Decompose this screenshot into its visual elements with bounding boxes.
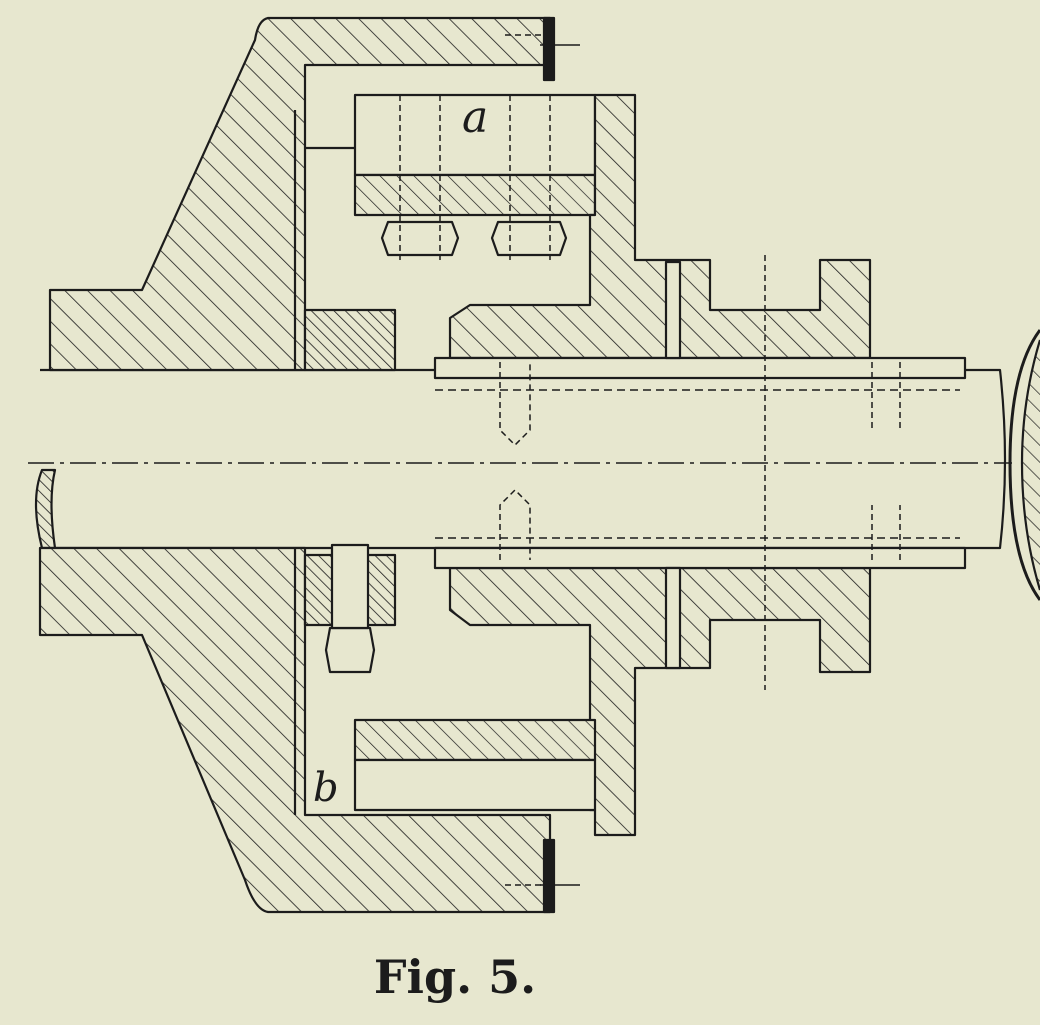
sleeve-lower bbox=[433, 546, 967, 570]
shaft-end bbox=[34, 468, 57, 550]
shaft bbox=[40, 368, 1007, 550]
figure-caption: Fig. 5. bbox=[373, 950, 537, 1004]
nut-right bbox=[490, 220, 568, 257]
friction-block-upper bbox=[303, 308, 397, 372]
part-b-label: b bbox=[313, 765, 339, 811]
hub-lower bbox=[448, 566, 872, 837]
cover-plate-bottom bbox=[542, 838, 556, 914]
part-a-body bbox=[353, 93, 597, 177]
sleeve-upper bbox=[433, 356, 967, 380]
nut-lower bbox=[324, 626, 376, 674]
housing-upper bbox=[48, 16, 552, 372]
adjacent-disk bbox=[1008, 329, 1040, 601]
hub-upper bbox=[448, 93, 872, 360]
part-b-body bbox=[353, 758, 597, 812]
part-b-ring bbox=[353, 718, 597, 762]
part-a-label: a bbox=[462, 92, 489, 143]
part-a-ring bbox=[353, 173, 597, 217]
cover-plate-top bbox=[542, 16, 556, 82]
nut-left bbox=[380, 220, 460, 257]
